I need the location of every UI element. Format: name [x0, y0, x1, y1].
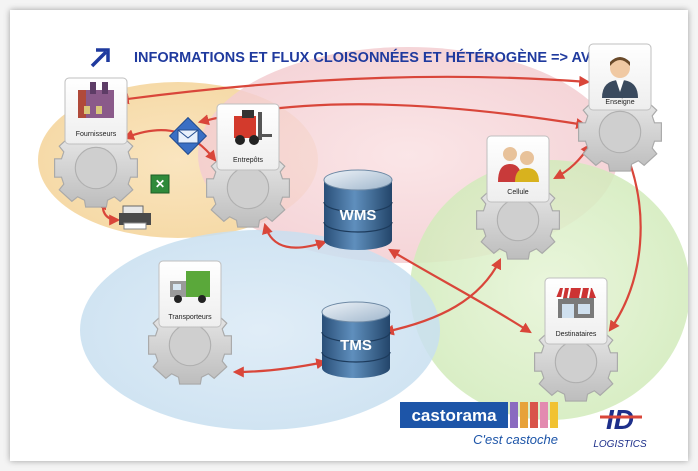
title-group: INFORMATIONS ET FLUX CLOISONNÉES ET HÉTÉ… [90, 48, 619, 68]
businessman-icon [602, 57, 638, 98]
id-logistics-mark: ID [606, 404, 634, 435]
printer-icon [119, 205, 151, 230]
spreadsheet-icon: ✕ [150, 174, 170, 194]
castorama-tagline: C'est castoche [473, 432, 558, 447]
database-tms[interactable]: TMS [321, 301, 391, 378]
factory-icon [78, 82, 114, 118]
node-label: Destinataires [556, 331, 597, 338]
slide: INFORMATIONS ET FLUX CLOISONNÉES ET HÉTÉ… [10, 10, 688, 461]
database-label: TMS [340, 337, 372, 354]
id-logistics-logo: ID LOGISTICS [593, 404, 647, 450]
flow-diagram: INFORMATIONS ET FLUX CLOISONNÉES ET HÉTÉ… [38, 43, 688, 450]
node-fournisseurs[interactable]: Fournisseurs [54, 77, 138, 208]
arrow-fournisseurs-enseigne [117, 75, 591, 105]
node-enseigne[interactable]: Enseigne [578, 43, 662, 172]
node-cellule[interactable]: Cellule [476, 135, 560, 260]
email-icon [168, 116, 208, 156]
truck-icon [170, 271, 210, 303]
page-title: INFORMATIONS ET FLUX CLOISONNÉES ET HÉTÉ… [134, 49, 619, 66]
node-label: Cellule [507, 189, 529, 196]
node-transporteurs[interactable]: Transporteurs [148, 260, 232, 385]
database-wms[interactable]: WMS [323, 169, 393, 250]
arrow-enseigne-destinataires [608, 147, 642, 332]
team-icon [498, 147, 539, 182]
castorama-logo: castorama C'est castoche [400, 402, 558, 447]
svg-text:✕: ✕ [155, 177, 165, 191]
arrow-tms-cellule [382, 258, 501, 336]
arrow-transporteurs-tms [232, 358, 328, 378]
node-label: Transporteurs [168, 314, 212, 321]
storefront-icon [556, 287, 596, 318]
node-label: Enseigne [605, 99, 634, 106]
forklift-icon [234, 110, 272, 145]
node-entrepots[interactable]: Entrepôts [206, 103, 290, 228]
arrow-up-right-icon [90, 48, 110, 68]
node-label: Fournisseurs [76, 131, 117, 138]
castorama-wordmark: castorama [411, 406, 497, 425]
node-destinataires[interactable]: Destinataires [534, 277, 618, 402]
id-logistics-wordmark: LOGISTICS [593, 439, 647, 450]
arrow-entrepots-wms [262, 222, 328, 250]
database-label: WMS [340, 207, 377, 224]
node-label: Entrepôts [233, 157, 263, 164]
